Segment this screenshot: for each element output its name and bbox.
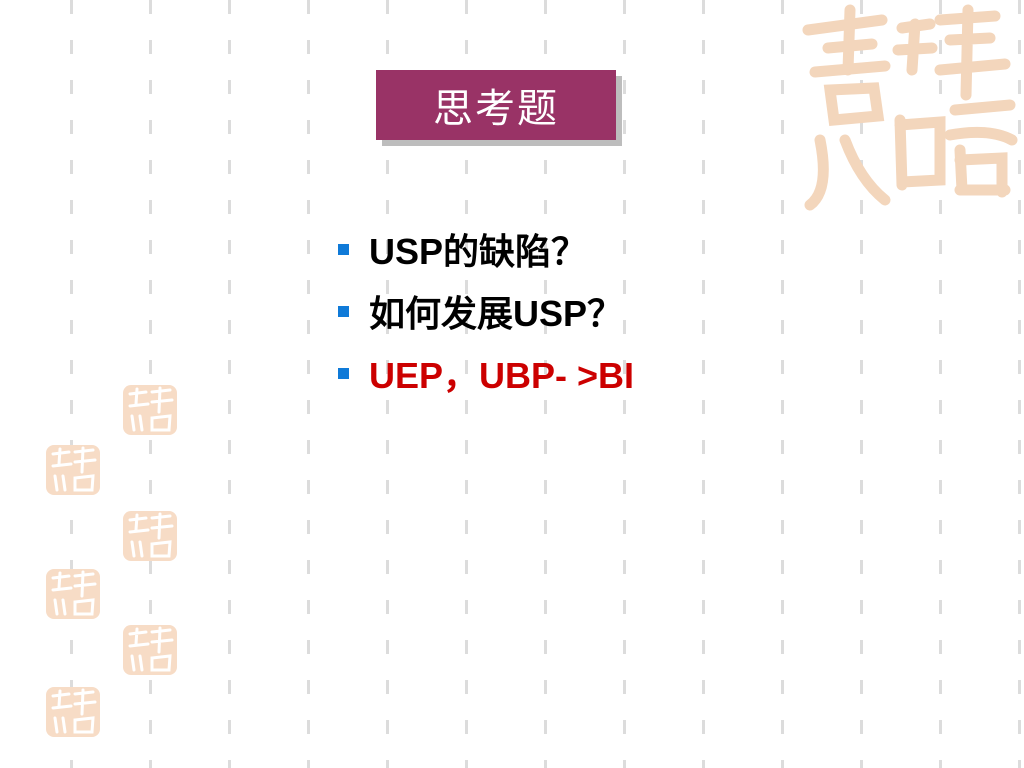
bullet-text: USP的缺陷？ xyxy=(369,231,588,272)
jixiang-ruyi-seal-icon xyxy=(46,445,100,495)
square-bullet-icon xyxy=(338,243,349,255)
square-bullet-icon xyxy=(338,367,349,379)
bullet-item: UEP，UBP- >BI xyxy=(338,342,634,404)
bullet-item: 如何发展USP？ xyxy=(338,280,634,342)
bullet-list: USP的缺陷？ 如何发展USP？ UEP，UBP- >BI xyxy=(338,218,634,404)
jixiang-ruyi-seal-icon xyxy=(46,687,100,737)
jixiang-ruyi-seal-icon xyxy=(123,625,177,675)
slide-title: 思考题 xyxy=(433,86,559,132)
jixiang-ruyi-seal-icon xyxy=(802,4,1018,211)
slide-title-box: 思考题 xyxy=(376,70,616,140)
square-bullet-icon xyxy=(338,305,349,317)
jixiang-ruyi-seal-icon xyxy=(123,511,177,561)
bullet-text: UEP，UBP- >BI xyxy=(369,355,635,396)
bullet-text: 如何发展USP？ xyxy=(369,293,624,334)
jixiang-ruyi-seal-icon xyxy=(46,569,100,619)
jixiang-ruyi-seal-icon xyxy=(123,385,177,435)
bullet-item: USP的缺陷？ xyxy=(338,218,634,280)
